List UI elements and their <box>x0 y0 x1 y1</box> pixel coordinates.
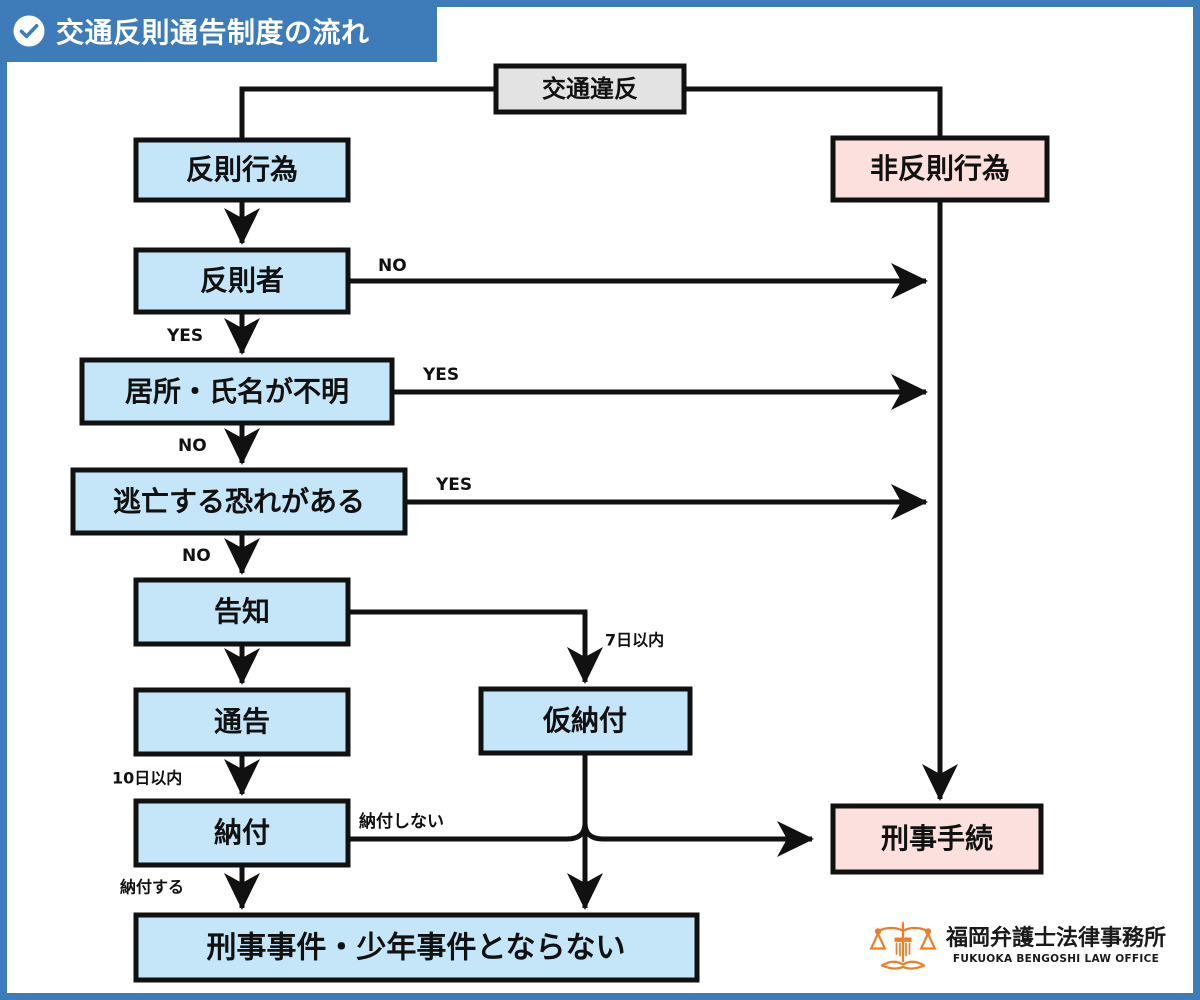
flowchart-nodes: 交通違反 非反則行為 反則行為 反則者 居所・氏名が不明 <box>70 63 1050 983</box>
scales-of-justice-icon <box>869 921 937 970</box>
node-non-offense: 非反則行為 <box>830 135 1050 203</box>
edge-label-flight-no: NO <box>182 546 211 566</box>
logo-text-block: 福岡弁護士法律事務所 FUKUOKA BENGOSHI LAW OFFICE <box>946 927 1166 965</box>
logo-name-ja: 福岡弁護士法律事務所 <box>946 925 1167 951</box>
header-banner: 交通反則通告制度の流れ <box>0 0 437 62</box>
node-notification: 通告 <box>133 687 351 757</box>
node-payment: 納付 <box>133 798 351 868</box>
edge-label-offender-no: NO <box>378 256 407 276</box>
node-offender: 反則者 <box>133 247 351 315</box>
node-flight-risk-label: 逃亡する恐れがある <box>113 485 365 518</box>
flowchart-edge-labels: NO YES YES NO YES NO 7日以内 10日以内 納付しない 納付… <box>112 256 664 897</box>
edge-label-unknown-yes: YES <box>422 365 459 385</box>
node-criminal-procedure-label: 刑事手続 <box>881 822 993 855</box>
node-flight-risk: 逃亡する恐れがある <box>70 467 408 536</box>
edge-label-do-not-pay: 納付しない <box>359 811 444 832</box>
edge-label-do-pay: 納付する <box>120 878 184 897</box>
node-non-offense-label: 非反則行為 <box>870 152 1010 185</box>
node-offense-act: 反則行為 <box>133 137 351 203</box>
node-notification-label: 通告 <box>214 705 270 738</box>
node-offense-act-label: 反則行為 <box>186 153 298 186</box>
edge-label-unknown-no: NO <box>178 436 207 456</box>
node-provisional-payment-label: 仮納付 <box>542 704 627 737</box>
check-circle-icon <box>13 15 45 47</box>
law-office-logo: 福岡弁護士法律事務所 FUKUOKA BENGOSHI LAW OFFICE <box>866 915 1176 977</box>
node-unknown-identity: 居所・氏名が不明 <box>79 357 395 426</box>
node-payment-label: 納付 <box>214 816 270 849</box>
node-unknown-identity-label: 居所・氏名が不明 <box>125 375 349 408</box>
node-notice-label: 告知 <box>214 595 270 628</box>
node-offender-label: 反則者 <box>200 264 284 297</box>
node-notice: 告知 <box>133 577 351 647</box>
flowchart-edges <box>224 86 958 911</box>
node-violation: 交通違反 <box>493 63 687 115</box>
node-no-criminal-case-label: 刑事事件・少年事件とならない <box>206 931 625 966</box>
edge-label-notice-within-7-days: 7日以内 <box>605 631 664 650</box>
node-violation-label: 交通違反 <box>542 75 638 103</box>
node-no-criminal-case: 刑事事件・少年事件とならない <box>133 912 700 983</box>
node-provisional-payment: 仮納付 <box>478 686 693 756</box>
logo-name-en: FUKUOKA BENGOSHI LAW OFFICE <box>952 953 1160 966</box>
page-title: 交通反則通告制度の流れ <box>56 16 370 49</box>
node-criminal-procedure: 刑事手続 <box>830 803 1044 875</box>
edge-label-offender-yes: YES <box>166 326 203 346</box>
edge-label-flight-yes: YES <box>435 475 472 495</box>
edge-label-within-10-days: 10日以内 <box>112 769 182 788</box>
